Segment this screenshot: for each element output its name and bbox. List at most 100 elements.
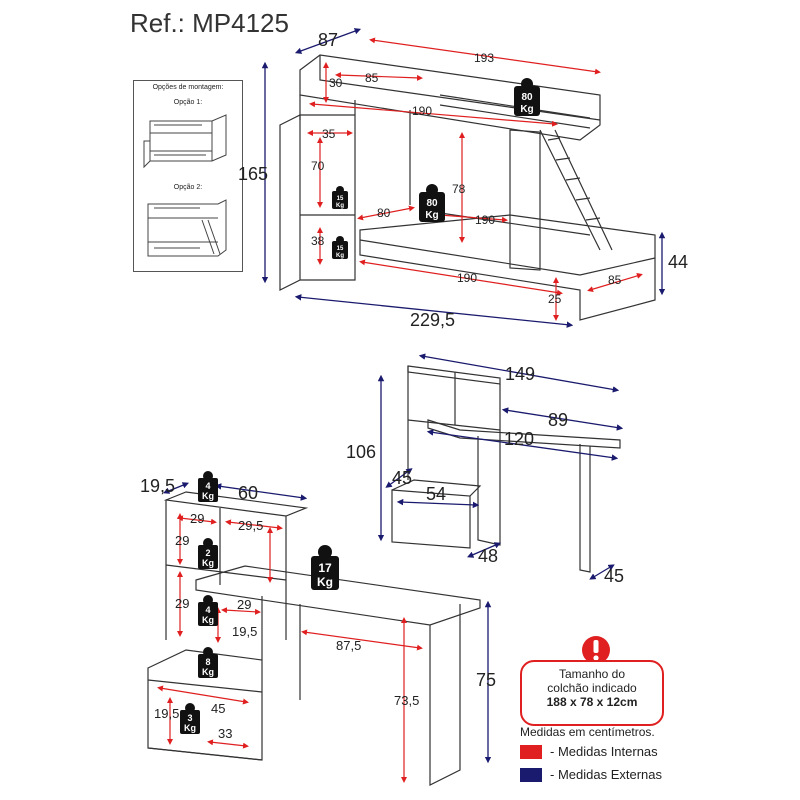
dim-int-33: 33 xyxy=(218,726,232,741)
weight-unit: Kg xyxy=(202,667,214,677)
dim-int-29-b: 29 xyxy=(175,533,189,548)
dim-ext-48: 48 xyxy=(478,546,498,566)
mounting-options-box: Opções de montagem: Opção 1: Opção 2: xyxy=(133,80,243,272)
weight-tag-15-upper: 15 Kg xyxy=(332,186,348,209)
weight-tag-15-lower: 15 Kg xyxy=(332,236,348,259)
mattress-size-notice: Tamanho do colchão indicado 188 x 78 x 1… xyxy=(520,660,664,726)
dim-int-87-5: 87,5 xyxy=(336,638,361,653)
dim-ext-60: 60 xyxy=(238,483,258,503)
dim-int-19-5-a: 19,5 xyxy=(232,624,257,639)
reference-title: Ref.: MP4125 xyxy=(130,8,289,38)
mounting-options-title: Opções de montagem: xyxy=(152,84,224,91)
weight-tag-8: 8 Kg xyxy=(198,647,218,678)
legend-internal: - Medidas Internas xyxy=(520,744,658,759)
bunk-bed-dim-labels: 87 193 165 229,5 44 30 85 190 35 70 78 8… xyxy=(238,30,688,330)
dim-ext-149: 149 xyxy=(505,364,535,384)
weight-unit: Kg xyxy=(317,575,333,589)
units-note: Medidas em centímetros. xyxy=(520,725,655,739)
dim-ext-89: 89 xyxy=(548,410,568,430)
dim-int-19-5-b: 19,5 xyxy=(154,706,179,721)
dim-int-73-5: 73,5 xyxy=(394,693,419,708)
dim-ext-106: 106 xyxy=(346,442,376,462)
dim-int-190-mid: 190 xyxy=(475,213,495,227)
large-desk-external-lines xyxy=(162,482,492,764)
weight-value: 4 xyxy=(205,481,210,491)
option-1-label: Opção 1: xyxy=(173,99,203,106)
weight-value: 4 xyxy=(205,605,210,615)
weight-value: 3 xyxy=(187,713,192,723)
dim-int-25: 25 xyxy=(548,292,562,306)
dim-ext-44: 44 xyxy=(668,252,688,272)
dim-int-190-bottom: 190 xyxy=(457,271,477,285)
weight-unit: Kg xyxy=(336,253,344,259)
dim-int-70: 70 xyxy=(311,159,325,173)
legend-red-swatch xyxy=(520,744,542,759)
large-desk-internal-lines xyxy=(157,513,423,783)
notice-line-1: Tamanho do xyxy=(558,667,626,681)
weight-tag-17: 17 Kg xyxy=(311,545,339,590)
bunk-bed-internal-lines xyxy=(307,37,643,321)
weight-tag-80-top: 80 Kg xyxy=(514,78,540,116)
notice-line-3: 188 x 78 x 12cm xyxy=(546,695,638,709)
weight-unit: Kg xyxy=(520,104,533,115)
option-1-illustration xyxy=(143,114,227,169)
dim-ext-54: 54 xyxy=(426,484,446,504)
dim-ext-45-bottom: 45 xyxy=(604,566,624,586)
option-2-illustration xyxy=(147,199,227,257)
dim-int-45: 45 xyxy=(211,701,225,716)
large-desk-dim-labels: 19,5 60 75 29 29,5 29 29 29 19,5 87,5 73… xyxy=(140,476,496,741)
weight-unit: Kg xyxy=(202,615,214,625)
large-desk-drawing xyxy=(147,491,481,786)
legend-internal-label: - Medidas Internas xyxy=(550,744,658,759)
dim-int-29-a: 29 xyxy=(190,511,204,526)
weight-tag-4-top: 4 Kg xyxy=(198,471,218,502)
notice-line-2: colchão indicado xyxy=(547,681,637,695)
weight-value: 17 xyxy=(318,561,332,575)
dim-ext-87: 87 xyxy=(318,30,338,50)
dim-int-29-d: 29 xyxy=(237,597,251,612)
weight-tag-4-mid: 4 Kg xyxy=(198,595,218,626)
dim-int-29-5: 29,5 xyxy=(238,518,263,533)
weight-value: 80 xyxy=(426,198,438,209)
weight-tag-2: 2 Kg xyxy=(198,538,218,569)
weight-tag-80-bottom: 80 Kg xyxy=(419,184,445,222)
legend-blue-swatch xyxy=(520,767,542,782)
weight-unit: Kg xyxy=(425,210,438,221)
weight-value: 80 xyxy=(521,92,533,103)
small-desk-drawing xyxy=(391,365,621,573)
dim-int-85-top: 85 xyxy=(365,71,379,85)
small-desk-external-lines xyxy=(377,353,624,580)
warning-icon xyxy=(582,636,610,664)
dim-ext-19-5: 19,5 xyxy=(140,476,175,496)
dim-int-35: 35 xyxy=(322,127,336,141)
weight-unit: Kg xyxy=(336,203,344,209)
dim-int-193: 193 xyxy=(474,51,494,65)
weight-value: 15 xyxy=(337,246,344,252)
dim-int-85-bottom: 85 xyxy=(608,273,622,287)
weight-unit: Kg xyxy=(202,491,214,501)
small-desk-dim-labels: 149 89 120 106 45 54 48 45 xyxy=(346,364,624,586)
option-2-label: Opção 2: xyxy=(173,184,203,191)
dim-ext-45-top: 45 xyxy=(392,468,412,488)
dim-int-38: 38 xyxy=(311,234,325,248)
weight-value: 15 xyxy=(337,196,344,202)
dim-int-29-c: 29 xyxy=(175,596,189,611)
bunk-bed-external-lines xyxy=(261,28,666,328)
legend-external: - Medidas Externas xyxy=(520,767,662,782)
weight-unit: Kg xyxy=(202,558,214,568)
dim-int-78: 78 xyxy=(452,182,466,196)
dim-ext-165: 165 xyxy=(238,164,268,184)
weight-tag-3: 3 Kg xyxy=(180,703,200,734)
dim-ext-75: 75 xyxy=(476,670,496,690)
weight-value: 2 xyxy=(205,548,210,558)
dim-int-80: 80 xyxy=(377,206,391,220)
dim-int-190-top: 190 xyxy=(412,104,432,118)
dim-ext-229-5: 229,5 xyxy=(410,310,455,330)
dim-int-30: 30 xyxy=(329,76,343,90)
dim-ext-120: 120 xyxy=(504,429,534,449)
legend-external-label: - Medidas Externas xyxy=(550,767,662,782)
weight-unit: Kg xyxy=(184,723,196,733)
weight-value: 8 xyxy=(205,657,210,667)
